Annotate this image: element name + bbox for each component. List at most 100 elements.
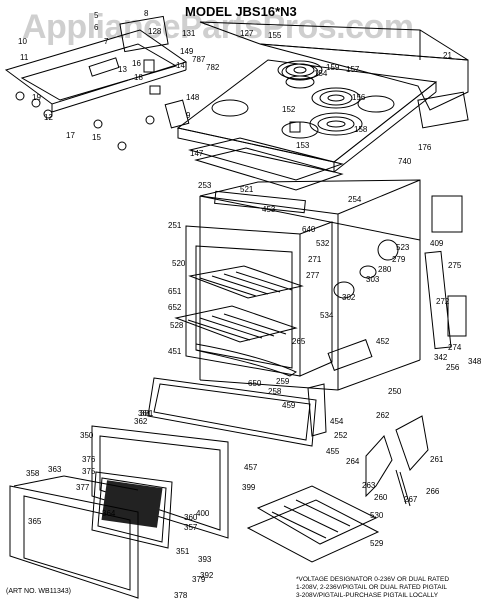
callout-253: 253 — [198, 181, 212, 190]
callout-265: 265 — [292, 337, 306, 346]
callout-351: 351 — [176, 547, 190, 556]
voltage-note-line3: 3-208V/PIGTAIL-PURCHASE PIGTAIL LOCALLY — [296, 592, 439, 599]
callout-365: 365 — [28, 517, 42, 526]
callout-357: 357 — [184, 523, 198, 532]
callout-259: 259 — [276, 377, 290, 386]
callout-18: 18 — [134, 73, 143, 82]
callout-156: 156 — [352, 93, 366, 102]
control-panel — [4, 15, 190, 151]
callout-376: 376 — [82, 455, 96, 464]
callout-459: 459 — [282, 401, 296, 410]
callout-457: 457 — [244, 463, 258, 472]
callout-272: 272 — [436, 297, 450, 306]
callout-520: 520 — [172, 259, 186, 268]
callout-453-top: 453 — [262, 205, 276, 214]
callout-363: 363 — [48, 465, 62, 474]
burner-box — [188, 137, 344, 191]
callout-303: 303 — [366, 275, 380, 284]
callout-271: 271 — [308, 255, 322, 264]
callout-350: 350 — [80, 431, 94, 440]
callout-521: 521 — [240, 185, 254, 194]
broiler-pan — [246, 485, 380, 563]
voltage-note-line2: 1-208V, 2-236V/PIGTAIL OR DUAL RATED PIG… — [296, 584, 448, 591]
callout-8: 8 — [144, 9, 149, 18]
backguard — [199, 21, 469, 129]
callout-740: 740 — [398, 157, 412, 166]
callout-782: 782 — [206, 63, 220, 72]
voltage-note-line1: *VOLTAGE DESIGNATOR 0-236V OR DUAL RATED — [296, 576, 450, 583]
cooktop — [176, 59, 438, 173]
callout-454: 454 — [330, 417, 344, 426]
callout-152: 152 — [282, 105, 296, 114]
callout-451: 451 — [168, 347, 182, 356]
callout-379: 379 — [192, 575, 206, 584]
callout-651: 651 — [168, 287, 182, 296]
callout-9: 9 — [186, 111, 191, 120]
callout-652: 652 — [168, 303, 182, 312]
model-title: MODEL JBS16*N3 — [185, 4, 297, 19]
callout-155: 155 — [268, 31, 282, 40]
callout-361: 361 — [138, 409, 152, 418]
callout-128: 128 — [148, 27, 162, 36]
callout-6: 6 — [94, 23, 99, 32]
callout-279: 279 — [392, 255, 406, 264]
callout-19: 19 — [32, 93, 41, 102]
callout-375: 375 — [82, 467, 96, 476]
callout-274: 274 — [448, 343, 462, 352]
callout-302: 302 — [342, 293, 356, 302]
surface-units — [277, 60, 363, 136]
callout-264: 264 — [346, 457, 360, 466]
callout-16: 16 — [132, 59, 141, 68]
callout-280: 280 — [378, 265, 392, 274]
callout-342: 342 — [434, 353, 448, 362]
callout-275: 275 — [448, 261, 462, 270]
bake-element — [195, 343, 298, 377]
callout-11: 11 — [20, 53, 29, 62]
callout-15: 15 — [92, 133, 101, 142]
callout-258: 258 — [268, 387, 282, 396]
callout-650: 650 — [248, 379, 262, 388]
callout-176: 176 — [418, 143, 432, 152]
callout-787: 787 — [192, 55, 206, 64]
callout-523: 523 — [396, 243, 410, 252]
callout-530: 530 — [370, 511, 384, 520]
callout-399: 399 — [242, 483, 256, 492]
callout-13: 13 — [118, 65, 127, 74]
callout-266: 266 — [426, 487, 440, 496]
callout-378: 378 — [174, 591, 188, 600]
callout-7: 7 — [104, 37, 109, 46]
callout-14: 14 — [176, 61, 185, 70]
callout-147: 147 — [190, 149, 204, 158]
callout-158: 158 — [354, 125, 368, 134]
callout-534: 534 — [320, 311, 334, 320]
callout-159: 159 — [326, 63, 340, 72]
outer-door — [9, 475, 139, 599]
callout-455: 455 — [326, 447, 340, 456]
callout-529: 529 — [370, 539, 384, 548]
callout-358: 358 — [26, 469, 40, 478]
callout-360: 360 — [184, 513, 198, 522]
callout-12: 12 — [44, 113, 53, 122]
callout-127: 127 — [240, 29, 254, 38]
callout-250: 250 — [388, 387, 402, 396]
callout-254: 254 — [348, 195, 362, 204]
callout-452: 452 — [376, 337, 390, 346]
oven-liner — [185, 221, 333, 377]
callout-261: 261 — [430, 455, 444, 464]
callout-131: 131 — [182, 29, 196, 38]
callout-393: 393 — [198, 555, 212, 564]
oven-racks — [174, 265, 304, 343]
callout-263: 263 — [362, 481, 376, 490]
art-number: (ART NO. WB11343) — [6, 588, 71, 595]
callout-153: 153 — [296, 141, 310, 150]
callout-260: 260 — [374, 493, 388, 502]
callout-5: 5 — [94, 11, 99, 20]
side-components — [327, 195, 467, 371]
oven-door — [91, 425, 229, 549]
callout-149: 149 — [180, 47, 194, 56]
callout-157: 157 — [346, 65, 360, 74]
callout-267: 267 — [404, 495, 418, 504]
callout-377: 377 — [76, 483, 90, 492]
